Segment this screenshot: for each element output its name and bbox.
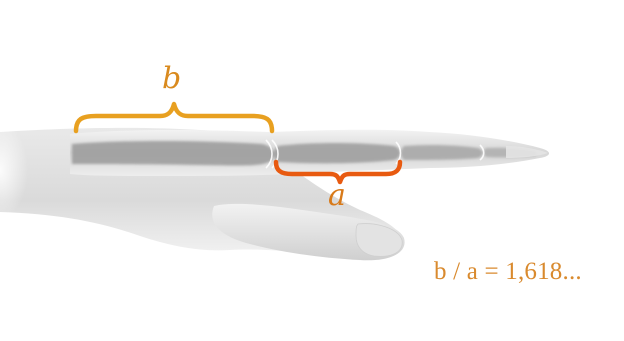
label-a: a: [328, 178, 346, 213]
proximal-phalanx-bone: [274, 143, 401, 163]
middle-phalanx-bone: [401, 145, 483, 160]
golden-ratio-formula: b / a = 1,618...: [434, 258, 582, 286]
bracket-b: [76, 104, 272, 131]
metacarpal-bone: [72, 141, 274, 165]
thumbnail-shape: [356, 224, 402, 257]
left-fade: [0, 100, 80, 240]
label-b: b: [162, 61, 181, 96]
